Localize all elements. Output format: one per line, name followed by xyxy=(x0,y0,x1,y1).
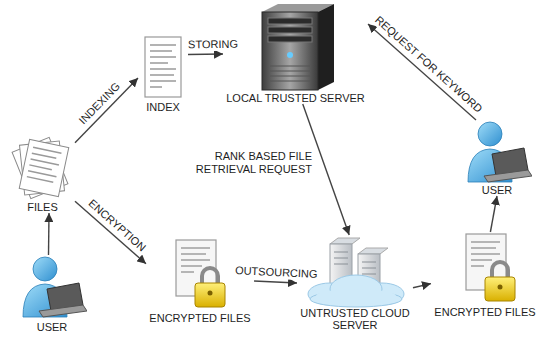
flow-arrow xyxy=(368,24,476,120)
edge-label: REQUEST FOR KEYWORD xyxy=(370,12,486,117)
cloud-server-icon xyxy=(308,238,404,307)
server-icon-part xyxy=(270,81,310,82)
icon-node: USER xyxy=(17,255,87,333)
node-label: ENCRYPTED FILES xyxy=(434,306,535,318)
cloud-server-icon-part xyxy=(334,252,348,253)
flow-arrow xyxy=(188,53,223,55)
server-icon-part xyxy=(268,18,312,24)
server-icon-part xyxy=(268,27,312,33)
server-icon-part xyxy=(270,66,310,67)
node-label: USER xyxy=(37,321,68,333)
flow-arrow xyxy=(75,78,138,143)
cloud-server-icon-part xyxy=(334,258,348,259)
files-stack-icon-part-part xyxy=(12,137,68,198)
user-icon-part xyxy=(468,122,532,182)
server-icon-part xyxy=(262,12,318,90)
files-stack-icon-part-part xyxy=(29,165,51,170)
files-stack-icon-part-part xyxy=(32,153,56,158)
edge-label: INDEXING xyxy=(75,79,124,129)
index-document-icon-part xyxy=(150,74,174,76)
cloud-server-icon-part xyxy=(334,264,348,265)
node-label: ENCRYPTED FILES xyxy=(149,312,250,324)
files-stack-icon-part xyxy=(19,139,69,196)
index-document-icon-part xyxy=(150,44,176,46)
icon-node: UNTRUSTED CLOUD SERVER xyxy=(297,235,413,331)
node-label: INDEX xyxy=(146,101,180,113)
files-stack-icon-part-part xyxy=(31,159,59,165)
encrypted-file-icon-part xyxy=(466,234,515,301)
encrypted-file-icon xyxy=(466,234,515,301)
cloud-server-icon-part xyxy=(316,289,396,303)
server-icon-part xyxy=(270,71,310,72)
icon-node: LOCAL TRUSTED SERVER xyxy=(223,4,368,104)
files-stack-icon-part xyxy=(12,137,68,198)
node-label: LOCAL TRUSTED SERVER xyxy=(226,92,365,104)
files-stack-icon-part-part xyxy=(27,177,53,183)
user-icon xyxy=(23,257,87,317)
icon-node: INDEX xyxy=(138,35,188,113)
node-label: UNTRUSTED CLOUD SERVER xyxy=(300,307,410,331)
flow-arrow xyxy=(254,281,297,283)
encrypted-file-icon-part xyxy=(176,240,225,307)
cloud-server-icon-part xyxy=(330,238,360,244)
icon-node: ENCRYPTED FILES xyxy=(431,232,539,318)
index-document-icon-part xyxy=(150,68,176,70)
node-label: FILES xyxy=(27,201,58,213)
files-stack-icon-part-part xyxy=(33,147,61,153)
server-icon-part xyxy=(270,76,310,77)
user-icon xyxy=(468,122,532,182)
index-document-icon-part xyxy=(150,80,176,82)
cloud-server-icon-part xyxy=(362,274,376,275)
server-icon-part xyxy=(318,4,334,90)
server-icon-part xyxy=(268,36,312,42)
edge-label: ENCRYPTION xyxy=(84,195,150,255)
icon-node: USER xyxy=(462,120,532,196)
encrypted-file-icon xyxy=(176,240,225,307)
index-document-icon-part xyxy=(145,37,181,97)
cloud-server-icon-part xyxy=(358,248,388,254)
files-stack-icon xyxy=(12,137,69,198)
node-label: USER xyxy=(482,184,513,196)
cloud-server-icon-part xyxy=(362,262,376,263)
index-document-icon-part xyxy=(150,62,168,64)
user-icon-part xyxy=(23,257,87,317)
icon-node: ENCRYPTED FILES xyxy=(146,238,254,324)
index-document-icon-part xyxy=(150,86,162,88)
edge-label: STORING xyxy=(186,38,240,52)
flow-arrow xyxy=(48,213,50,255)
index-document-icon-part xyxy=(150,56,176,58)
flow-arrow xyxy=(413,284,431,288)
server-icon xyxy=(262,4,334,90)
flow-arrow xyxy=(490,196,497,232)
icon-node: FILES xyxy=(10,135,75,213)
index-document-icon-part xyxy=(150,50,172,52)
files-stack-icon-part-part xyxy=(28,171,56,177)
cloud-server-icon-part xyxy=(362,268,376,269)
server-icon-part xyxy=(287,52,293,58)
edge-label: RANK BASED FILE RETRIEVAL REQUEST xyxy=(190,150,314,176)
edge-label: OUTSOURCING xyxy=(232,264,319,281)
index-document-icon xyxy=(145,37,181,97)
files-stack-icon-part-part xyxy=(19,139,69,196)
